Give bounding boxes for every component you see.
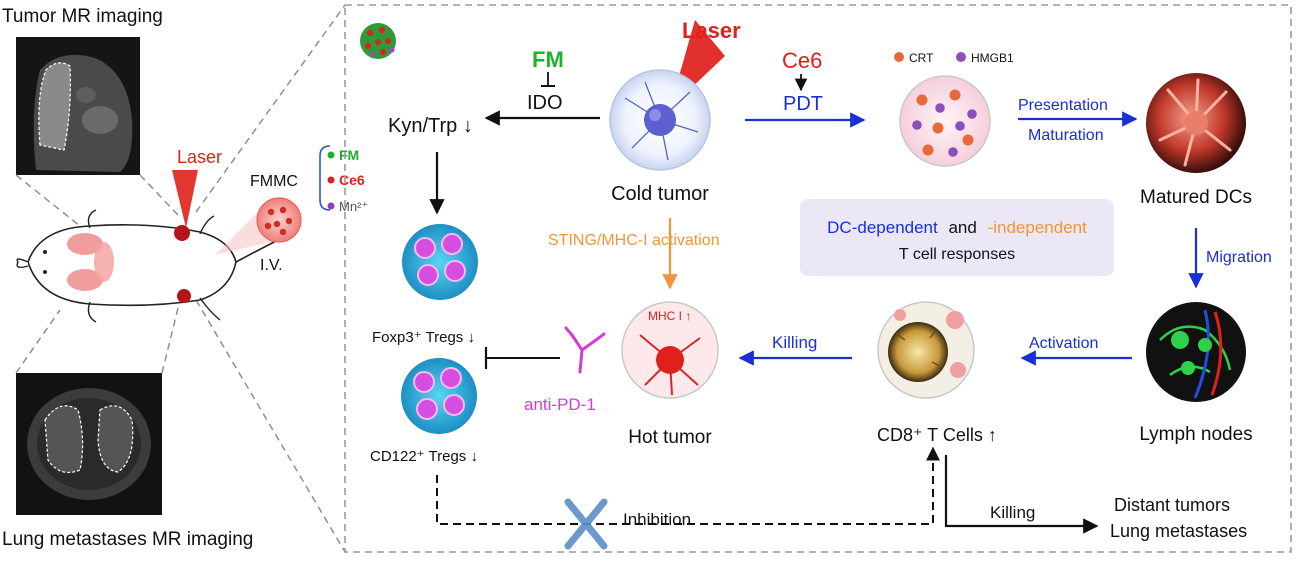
- mouse-laser-label: Laser: [177, 147, 222, 167]
- pdt-label: PDT: [783, 93, 823, 115]
- hot-tumor-label: Hot tumor: [628, 427, 712, 448]
- mouse-laser-beam-icon: [172, 170, 198, 228]
- ido-label: IDO: [527, 92, 563, 114]
- maturation-label: Maturation: [1028, 127, 1104, 144]
- cold-tumor-icon: [609, 69, 711, 171]
- zoom-lines: [15, 4, 346, 553]
- lymph-node-icon: [1146, 302, 1246, 402]
- pathway-panel-border: [344, 4, 1292, 553]
- cd122-label: CD122⁺ Tregs ↓: [370, 448, 478, 465]
- fm-dot-icon: [327, 151, 335, 159]
- kyn-trp-label: Kyn/Trp ↓: [388, 115, 473, 137]
- mn-dot-icon: [327, 202, 335, 210]
- component-ce6: Ce6: [339, 172, 365, 188]
- tumor-mr-image: [16, 37, 140, 175]
- left-panel: Tumor MR imaging Lung metastases MR imag…: [2, 4, 368, 553]
- lung-mr-title: Lung metastases MR imaging: [2, 529, 253, 550]
- arrow-cd8-to-distant: [944, 455, 1099, 534]
- t-cell-callout-line1: DC-dependent and -independent: [827, 218, 1087, 237]
- matured-dcs-label: Matured DCs: [1140, 187, 1252, 208]
- lung-mr-image: [16, 373, 162, 515]
- presentation-label: Presentation: [1018, 97, 1108, 114]
- killing-distant-label: Killing: [990, 503, 1035, 522]
- foxp3-tregs-icon: [402, 224, 478, 300]
- iv-label: I.V.: [260, 257, 283, 274]
- foxp3-label: Foxp3⁺ Tregs ↓: [372, 329, 475, 346]
- component-bracket: [319, 145, 331, 211]
- hmgb1-label: HMGB1: [971, 51, 1014, 65]
- cd8-label: CD8⁺ T Cells ↑: [877, 425, 997, 445]
- mouse-illustration: [16, 209, 291, 323]
- tumor-mr-title: Tumor MR imaging: [2, 6, 163, 27]
- cold-tumor-label: Cold tumor: [611, 183, 709, 205]
- antibody-icon: [564, 326, 606, 374]
- tumor-laser-label: Laser: [682, 18, 741, 43]
- crt-label: CRT: [909, 51, 934, 65]
- ce6-dot-icon: [327, 176, 335, 184]
- panel-nanoparticle-icon: [360, 23, 396, 59]
- cd8-t-cell-icon: [877, 301, 975, 399]
- and-text: and: [948, 218, 976, 237]
- dc-dependent-text: DC-dependent: [827, 218, 938, 237]
- fmmc-label: FMMC: [250, 173, 298, 190]
- hot-tumor-icon: [621, 301, 719, 399]
- fm-label: FM: [532, 47, 564, 72]
- ce6-label: Ce6: [782, 48, 822, 73]
- hmgb1-legend-icon: [956, 52, 966, 62]
- killing-label: Killing: [772, 333, 817, 352]
- activation-label: Activation: [1029, 335, 1098, 352]
- lung-metastases-label: Lung metastases: [1110, 521, 1247, 541]
- lymph-nodes-label: Lymph nodes: [1139, 424, 1252, 445]
- matured-dc-icon: [1146, 73, 1246, 173]
- inhibition-label: Inhibition: [623, 510, 691, 529]
- inhibition-cross-icon: [564, 498, 608, 550]
- migration-label: Migration: [1206, 249, 1272, 266]
- t-cell-response-callout: [800, 199, 1114, 276]
- mhc-label: MHC I ↑: [648, 309, 691, 323]
- component-fm: FM: [339, 147, 359, 163]
- cd122-tregs-icon: [401, 358, 477, 434]
- fmmc-particle-dots: [264, 206, 293, 236]
- anti-pd1-label: anti-PD-1: [524, 395, 596, 414]
- sting-label: STING/MHC-I activation: [548, 232, 720, 249]
- distant-tumors-label: Distant tumors: [1114, 495, 1230, 515]
- crt-legend-icon: [894, 52, 904, 62]
- independent-text: -independent: [988, 218, 1088, 237]
- t-cell-responses-text: T cell responses: [899, 246, 1015, 263]
- icd-sphere-icon: [899, 75, 991, 167]
- fmmc-nanoparticle-icon: [256, 197, 302, 243]
- component-mn: Mn²⁺: [339, 199, 368, 214]
